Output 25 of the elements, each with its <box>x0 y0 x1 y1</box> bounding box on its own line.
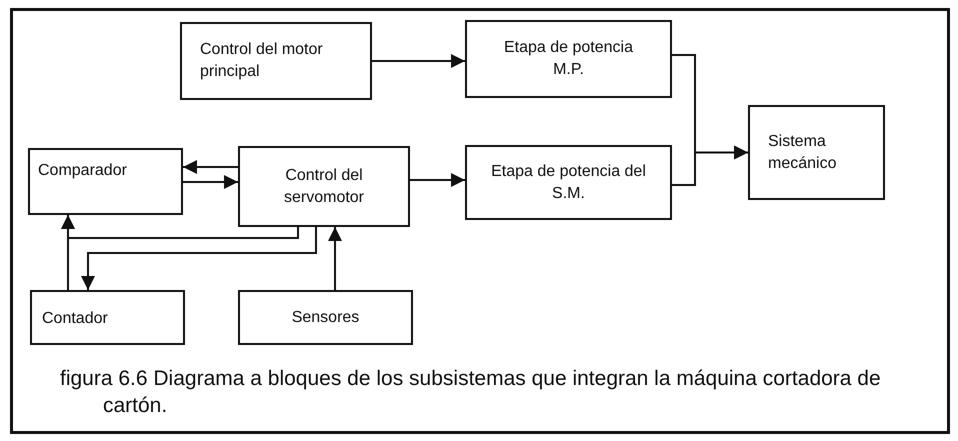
arrow <box>328 227 342 290</box>
box-label: Comparador <box>38 161 128 181</box>
figure-caption: figura 6.6 Diagrama a bloques de los subsistemas que integran la máquina cortadora de cartón. <box>60 366 882 419</box>
arrow <box>672 146 748 186</box>
box-label: Etapa de potencia M.P. <box>503 38 634 80</box>
box-label: Control del motor principal <box>200 40 324 82</box>
box-label: Control del servomotor <box>282 166 366 208</box>
arrow <box>372 54 465 68</box>
arrow <box>183 160 238 174</box>
process-box <box>30 290 185 345</box>
process-box <box>238 146 410 227</box>
process-box <box>28 148 183 215</box>
process-box <box>465 145 672 220</box>
box-label: Etapa de potencia del S.M. <box>490 162 647 204</box>
arrow <box>183 175 238 189</box>
process-box <box>180 22 372 100</box>
process-box <box>465 20 672 98</box>
box-label: Contador <box>42 309 109 329</box>
process-box <box>748 105 885 200</box>
box-label: Sistema mecánico <box>768 132 838 174</box>
arrow <box>410 173 465 187</box>
process-box <box>238 290 413 345</box>
arrow <box>61 215 299 239</box>
arrow <box>81 227 317 290</box>
box-label: Sensores <box>290 308 360 328</box>
